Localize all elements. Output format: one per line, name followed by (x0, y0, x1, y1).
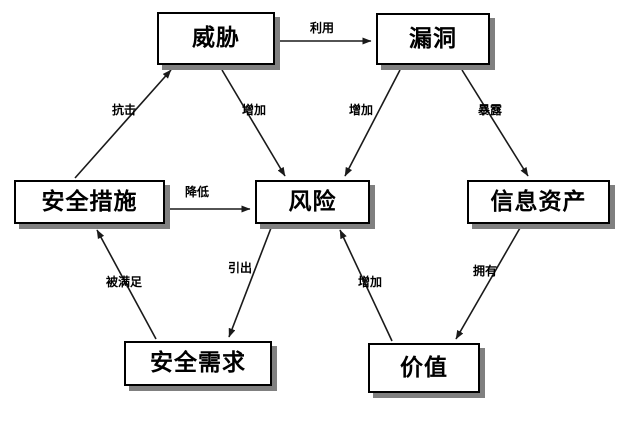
edge-line-vuln-exposes-asset (461, 69, 529, 177)
node-label-security-requirement: 安全需求 (150, 350, 246, 376)
node-label-value: 价值 (400, 354, 448, 381)
node-vulnerability[interactable]: 漏洞 (376, 13, 490, 65)
edge-label-control-resists-threat: 抗击 (112, 103, 137, 117)
edge-line-threat-increases-risk (221, 69, 286, 177)
edge-label-threat-increases-risk: 增加 (242, 103, 267, 117)
edge-label-control-reduces-risk: 降低 (185, 185, 210, 199)
node-label-risk: 风险 (288, 188, 337, 215)
node-label-threat: 威胁 (192, 25, 240, 51)
edge-line-asset-owns-value (455, 227, 521, 340)
edge-line-value-increases-risk (339, 229, 393, 342)
node-threat[interactable]: 威胁 (157, 12, 275, 65)
node-value[interactable]: 价值 (368, 343, 480, 393)
edge-label-threat-exploits-vuln: 利用 (310, 21, 335, 35)
edge-label-vuln-increases-risk: 增加 (349, 103, 374, 117)
node-risk[interactable]: 风险 (255, 180, 370, 224)
edge-line-control-resists-threat (74, 69, 172, 179)
node-security-requirement[interactable]: 安全需求 (124, 341, 272, 386)
edge-label-value-increases-risk: 增加 (358, 275, 383, 289)
node-security-control[interactable]: 安全措施 (14, 180, 165, 224)
edge-line-need-satisfied-control (96, 229, 157, 340)
edge-line-risk-derives-need (228, 227, 272, 338)
edge-label-vuln-exposes-asset: 暴露 (478, 103, 503, 117)
node-label-information-asset: 信息资产 (490, 188, 587, 215)
node-label-vulnerability: 漏洞 (409, 25, 457, 52)
edge-label-risk-derives-need: 引出 (228, 261, 253, 275)
edge-line-vuln-increases-risk (344, 69, 401, 177)
node-information-asset[interactable]: 信息资产 (467, 180, 610, 224)
node-label-security-control: 安全措施 (41, 188, 138, 215)
edge-label-asset-owns-value: 拥有 (473, 264, 498, 278)
edge-label-need-satisfied-control: 被满足 (106, 275, 143, 289)
